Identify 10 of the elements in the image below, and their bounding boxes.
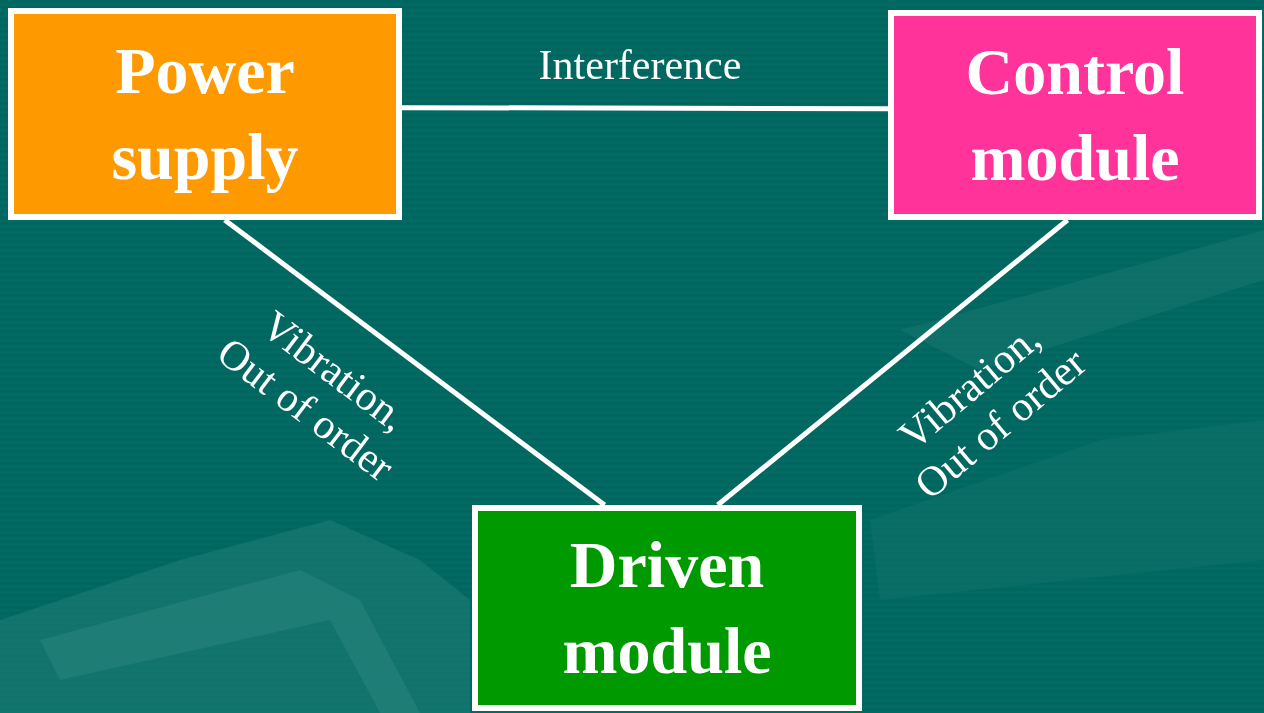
edge-label: Interference: [537, 41, 743, 90]
module-box: [472, 505, 862, 711]
module-label: Driven module: [561, 527, 773, 689]
module-label: Power supply: [110, 33, 300, 195]
connector-line: [716, 218, 1070, 507]
connector-line: [402, 105, 888, 112]
module-label: Control module: [964, 34, 1186, 196]
module-box: [8, 8, 402, 220]
connector-line: [223, 218, 607, 507]
module-box: [888, 10, 1262, 220]
